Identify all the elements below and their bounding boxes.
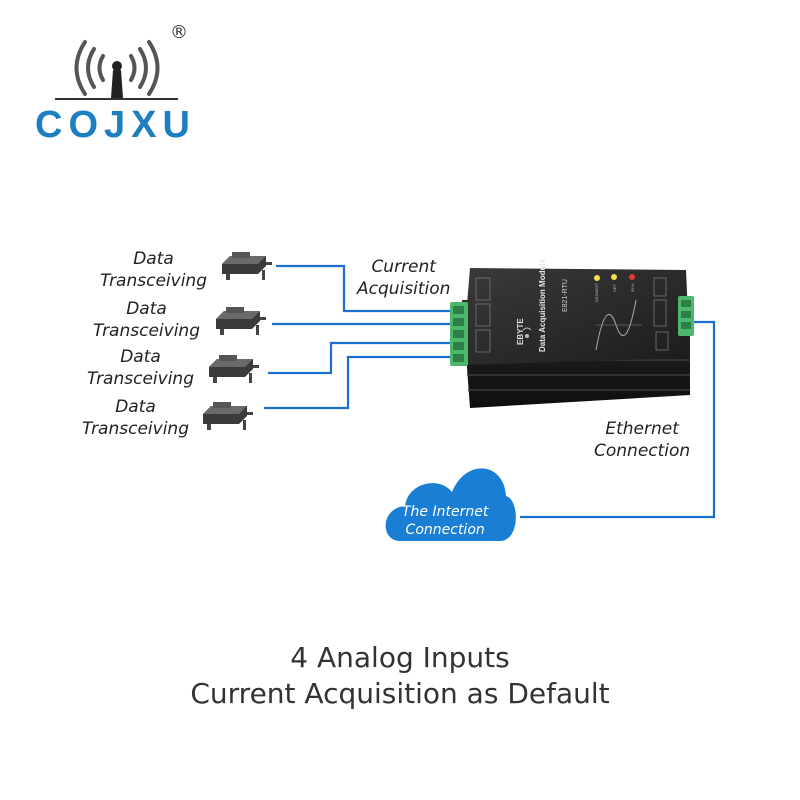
- cloud-label: The Internet Connection: [402, 504, 489, 538]
- ethernet-connection-label: Ethernet Connection: [594, 419, 691, 461]
- logo-text: COJXU: [35, 104, 196, 146]
- led-label-net: NET: [612, 284, 617, 292]
- device-model: E821-RTU: [562, 279, 569, 312]
- data-acquisition-module: [450, 268, 694, 408]
- sensor-device-icon: [203, 402, 253, 430]
- sensor-label: Data Transceiving: [82, 397, 189, 439]
- led-label-run: RUN: [630, 283, 635, 292]
- caption-line-1: 4 Analog Inputs: [290, 641, 510, 674]
- sensor-label: Data Transceiving: [93, 299, 200, 341]
- device-title: Data Acquisition Module: [538, 258, 547, 352]
- sensor-device-icon: [216, 307, 266, 335]
- current-acquisition-label: Current Acquisition: [357, 257, 451, 299]
- sensor-wire-4: [264, 355, 455, 410]
- registered-mark: ®: [170, 22, 188, 43]
- sensor-label: Data Transceiving: [100, 249, 207, 291]
- device-brand: EBYTE: [516, 318, 525, 345]
- internet-cloud-icon: [385, 468, 516, 541]
- led-label-data-rst: DATA/RST: [594, 282, 599, 302]
- sensor-wire-1: [276, 264, 455, 313]
- sensor-device-icon: [209, 355, 259, 383]
- sensor-device-icon: [222, 252, 272, 280]
- sensor-wire-3: [268, 341, 455, 375]
- ethernet-wire: [520, 320, 716, 519]
- caption-line-2: Current Acquisition as Default: [190, 677, 610, 710]
- sensor-label: Data Transceiving: [87, 347, 194, 389]
